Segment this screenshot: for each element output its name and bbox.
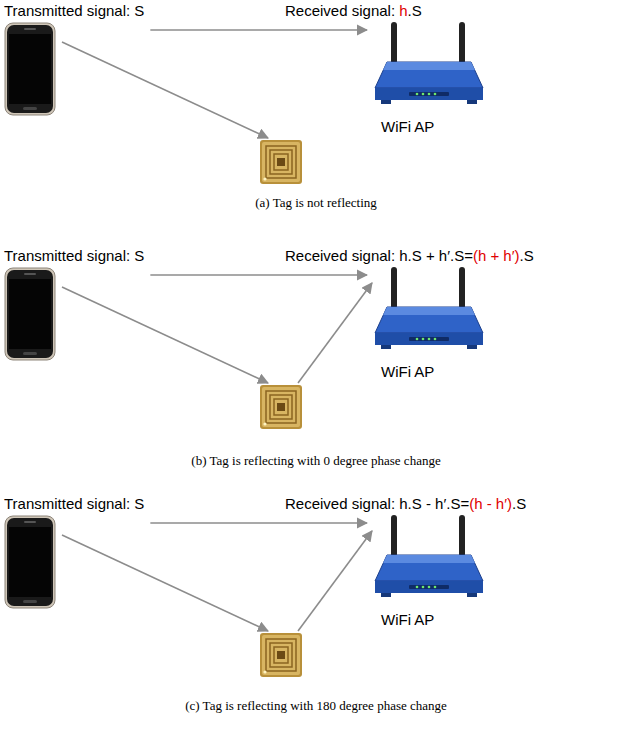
reflected-ray [298,283,372,383]
smartphone: Transmitted signal: S [4,2,144,120]
channel-term: h [399,2,407,19]
subfigure-caption: (a) Tag is not reflecting [255,195,377,211]
phone-icon [4,515,144,613]
reflected-ray [298,531,372,631]
signal-ray [62,42,268,138]
router-icon [373,22,485,114]
device-label: WiFi AP [381,611,526,629]
signal-ray [62,535,268,631]
subfigure-caption: (c) Tag is reflecting with 180 degree ph… [185,698,447,714]
channel-term: (h - h′) [469,495,512,512]
smartphone: Transmitted signal: S [4,495,144,613]
device-label: WiFi AP [381,118,485,136]
channel-term: (h + h′) [473,247,520,264]
signal-heading: Transmitted signal: S [4,247,144,265]
signal-ray [62,287,268,383]
signal-heading: Received signal: h.S - h′.S=(h - h′).S [285,495,526,513]
signal-text: .S [408,2,422,19]
wifi-access-point: Received signal: h.S - h′.S=(h - h′).S Wi… [285,495,526,629]
wifi-access-point: Received signal: h.S + h′.S=(h + h′).S Wi… [285,247,534,381]
signal-text: Transmitted signal: S [4,247,144,264]
phone-icon [4,22,144,120]
signal-text: .S [520,247,534,264]
wifi-access-point: Received signal: h.S WiFi AP [285,2,485,136]
direct-path-arrow [150,274,367,276]
signal-heading: Transmitted signal: S [4,495,144,513]
signal-text: Received signal: h.S + h′.S= [285,247,473,264]
smartphone: Transmitted signal: S [4,247,144,365]
tag-chip [260,385,302,429]
direct-path-arrow [150,522,367,524]
signal-heading: Transmitted signal: S [4,2,144,20]
signal-text: Transmitted signal: S [4,495,144,512]
signal-text: .S [512,495,526,512]
device-label: WiFi AP [381,363,534,381]
signal-heading: Received signal: h.S + h′.S=(h + h′).S [285,247,534,265]
tag-chip [260,633,302,677]
signal-text: Received signal: h.S - h′.S= [285,495,469,512]
signal-text: Transmitted signal: S [4,2,144,19]
phone-icon [4,267,144,365]
direct-path-arrow [150,29,367,31]
router-icon [373,515,526,607]
tag-chip [260,140,302,184]
subfigure-caption: (b) Tag is reflecting with 0 degree phas… [191,453,440,469]
signal-heading: Received signal: h.S [285,2,485,20]
router-icon [373,267,534,359]
signal-text: Received signal: [285,2,399,19]
